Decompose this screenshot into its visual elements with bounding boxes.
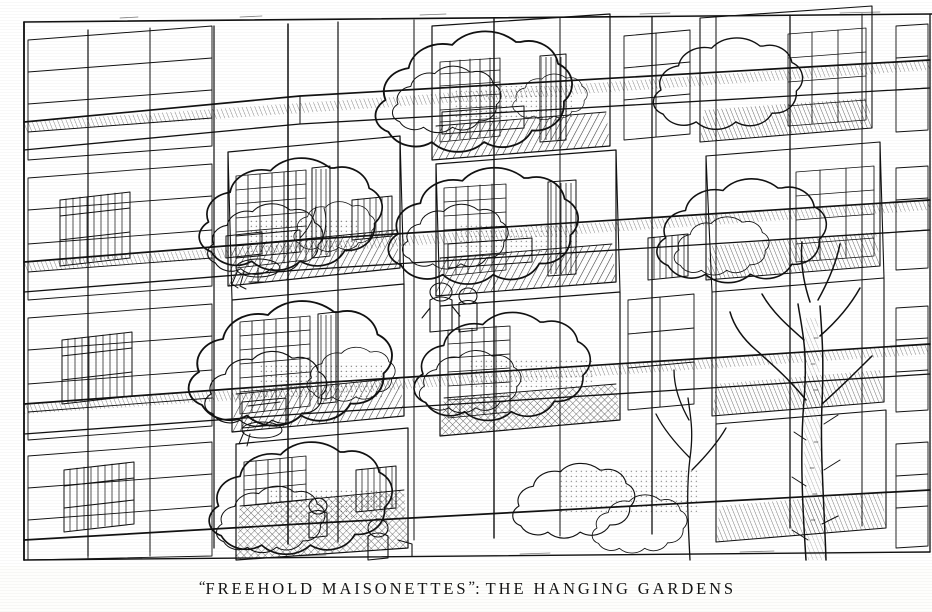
caption-subtitle: THE HANGING GARDENS xyxy=(485,578,737,598)
caption-title: FREEHOLD MAISONETTES xyxy=(205,578,469,598)
open-quote: “ xyxy=(198,578,206,595)
close-quote: ” xyxy=(468,578,476,595)
illustration-plate xyxy=(23,5,932,561)
caption-area: “FREEHOLD MAISONETTES”:THE HANGING GARDE… xyxy=(0,566,932,612)
plate-caption: “FREEHOLD MAISONETTES”:THE HANGING GARDE… xyxy=(196,578,737,598)
perspective-drawing xyxy=(23,5,932,561)
caption-separator: : xyxy=(475,578,486,598)
